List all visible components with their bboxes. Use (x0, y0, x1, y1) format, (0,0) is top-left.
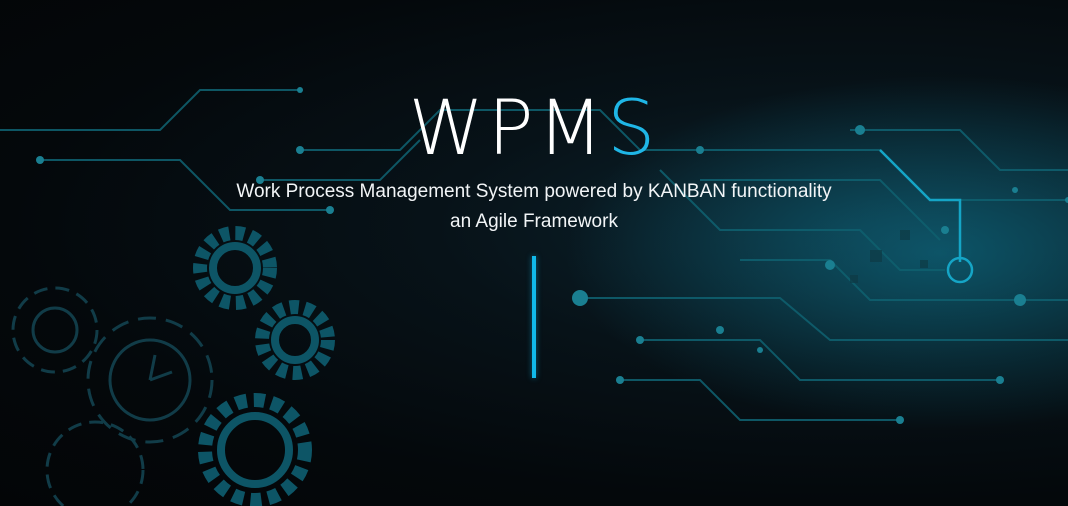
tagline: Work Process Management System powered b… (0, 177, 1068, 237)
tagline-line-2: an Agile Framework (450, 211, 618, 232)
tagline-line-1: Work Process Management System powered b… (236, 181, 832, 202)
logo-prefix: WPM (408, 83, 608, 172)
app-logo: WPMS (0, 88, 1068, 168)
logo-accent-letter: S (607, 83, 660, 172)
accent-divider (532, 256, 536, 378)
